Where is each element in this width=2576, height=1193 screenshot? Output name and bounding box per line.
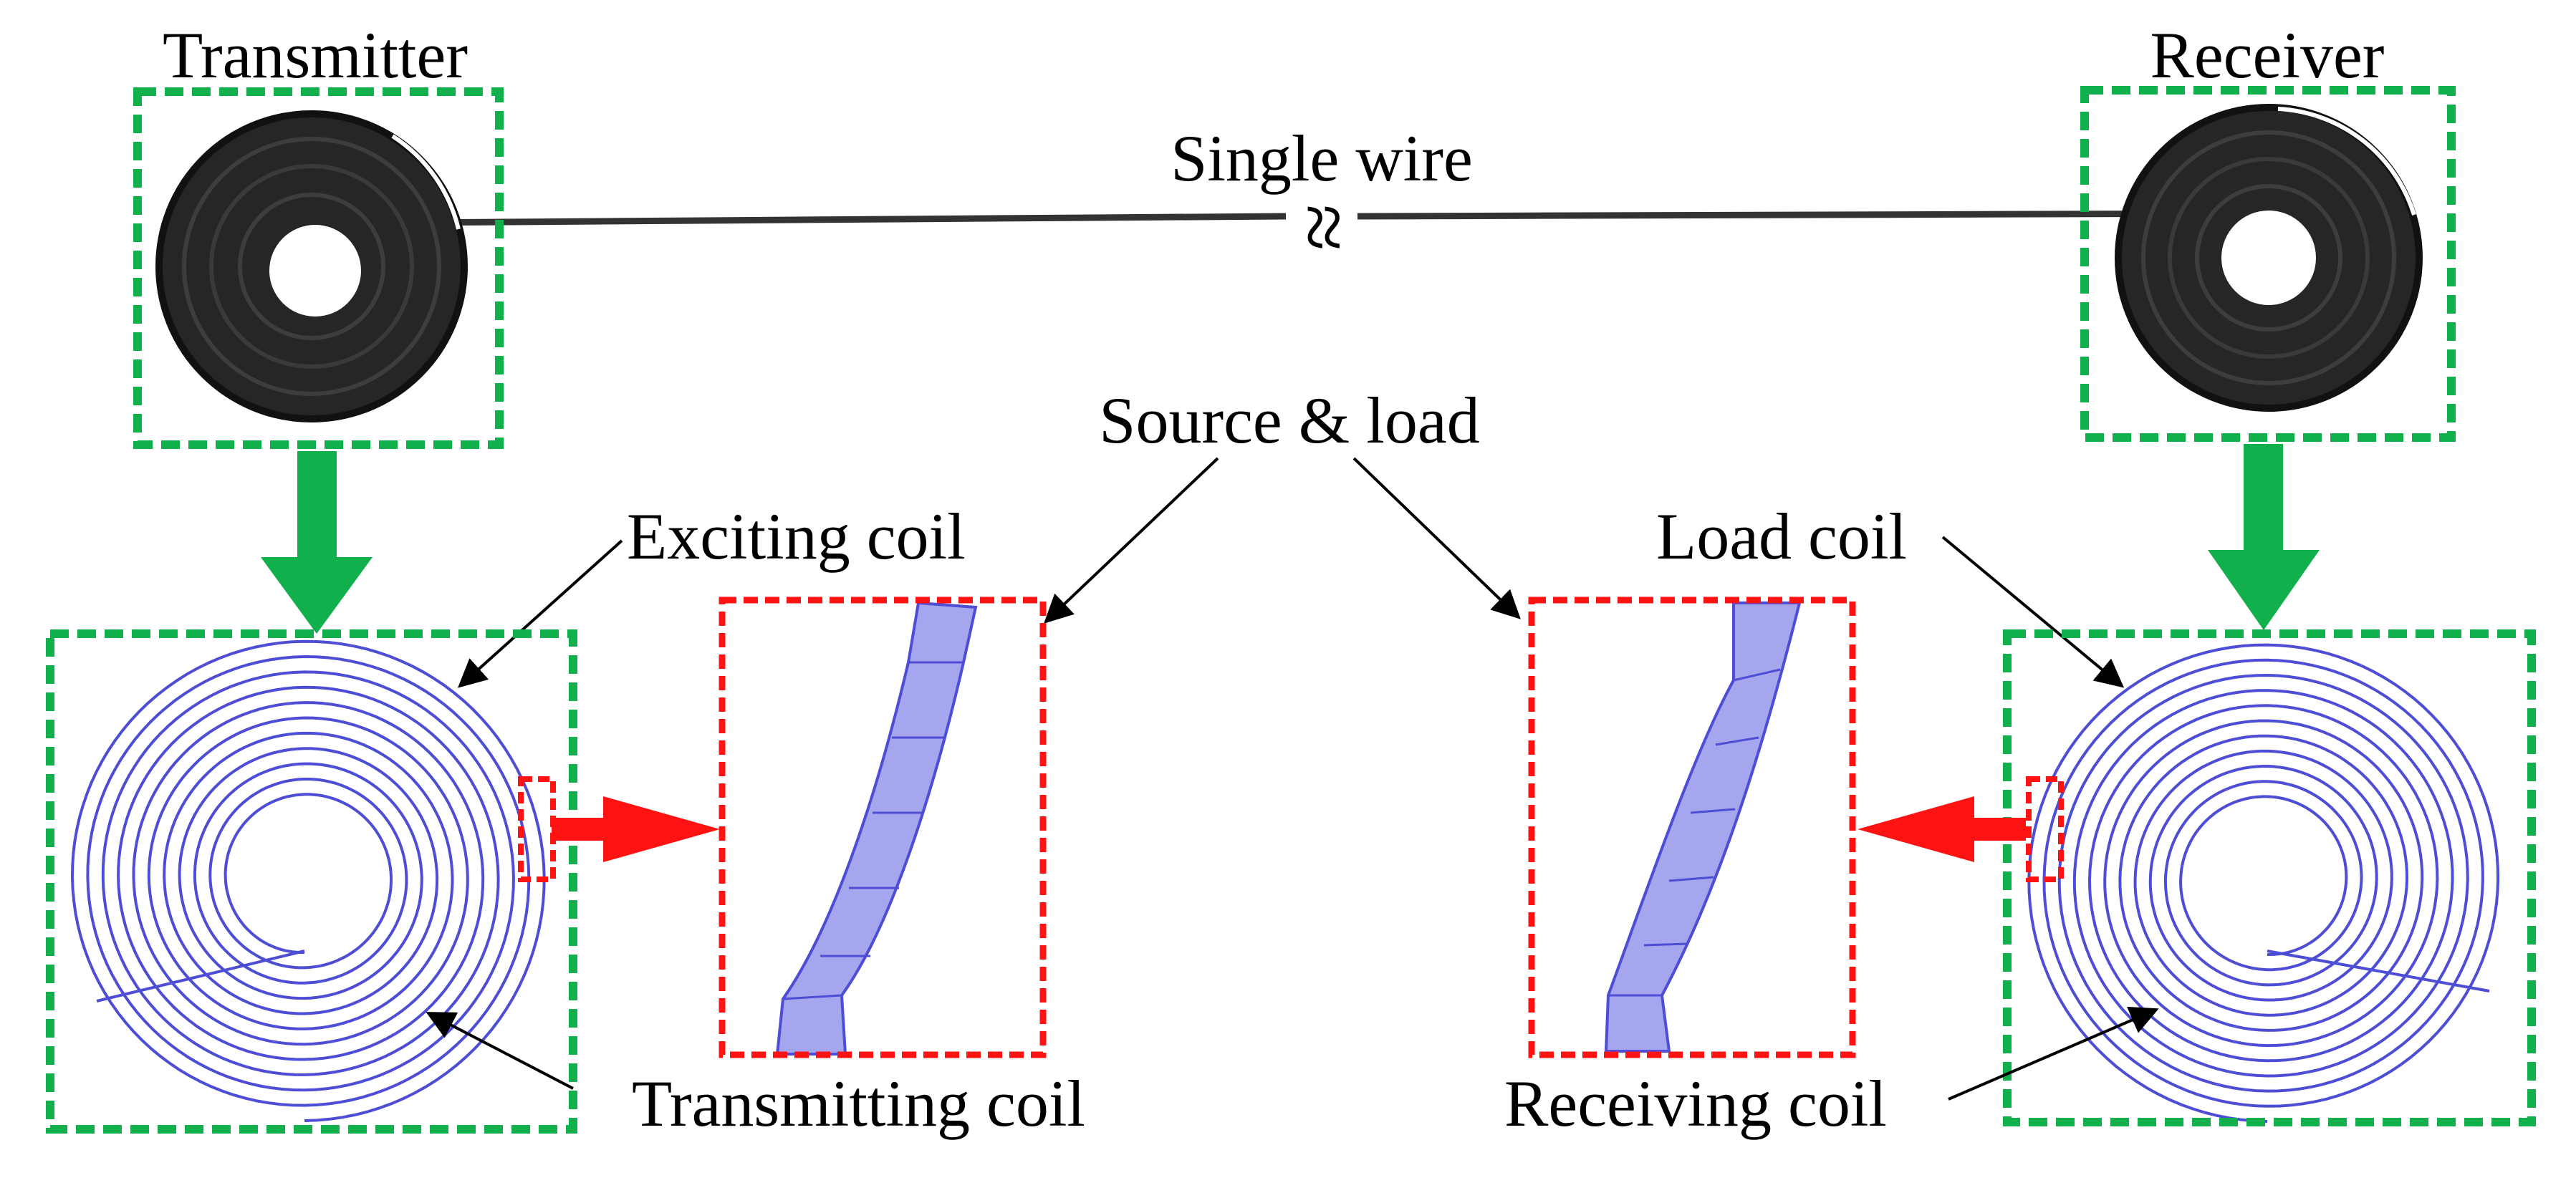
exciting-coil-red-marker	[518, 776, 556, 882]
transmitter-label: Transmitter	[163, 19, 468, 92]
source-coil-segment	[775, 601, 978, 1056]
transmitter-down-arrow	[261, 451, 373, 634]
transmitting-spiral-coil	[70, 639, 546, 1122]
receiving-coil-arrow	[1948, 1006, 2159, 1101]
receiver-label: Receiver	[2150, 19, 2385, 92]
source-load-arrow-right	[1352, 457, 1521, 619]
source-red-frame	[719, 596, 1047, 1058]
load-coil-arrow	[1941, 536, 2125, 688]
single-wire-right	[1357, 210, 2272, 220]
load-red-frame	[1528, 596, 1856, 1058]
load-zoom-arrow	[1857, 796, 2026, 862]
exciting-coil-label: Exciting coil	[627, 500, 966, 573]
source-load-arrow-left	[1044, 457, 1219, 624]
receiver-photo-coil	[2115, 104, 2423, 412]
load-coil-label: Load coil	[1656, 500, 1907, 573]
transmitter-green-frame	[133, 87, 504, 449]
receiving-spiral-lead	[2267, 950, 2490, 992]
transmitting-spiral	[70, 639, 546, 1122]
receiving-spiral-coil	[2027, 643, 2500, 1123]
receiving-coil-label: Receiving coil	[1504, 1067, 1887, 1140]
source-zoom-arrow	[552, 796, 720, 862]
receiver-down-arrow	[2208, 444, 2320, 630]
receiver-green-frame	[2080, 86, 2456, 442]
load-coil-red-marker	[2026, 776, 2064, 882]
single-wire-left	[314, 213, 1287, 227]
receiving-green-frame	[2003, 629, 2536, 1126]
source-load-label: Source & load	[1099, 384, 1479, 457]
transmitting-green-frame	[46, 629, 577, 1134]
transmitter-photo-coil	[155, 110, 468, 422]
transmitting-coil-arrow	[426, 1012, 574, 1090]
transmitting-coil-label: Transmitting coil	[632, 1067, 1085, 1140]
load-coil-segment	[1604, 602, 1802, 1053]
single-wire-label: Single wire	[1171, 122, 1473, 195]
wire-break-symbol: ≈	[1277, 204, 1372, 251]
receiving-spiral	[2027, 643, 2500, 1123]
transmitting-spiral-lead	[96, 950, 305, 1003]
exciting-coil-arrow	[458, 539, 623, 688]
